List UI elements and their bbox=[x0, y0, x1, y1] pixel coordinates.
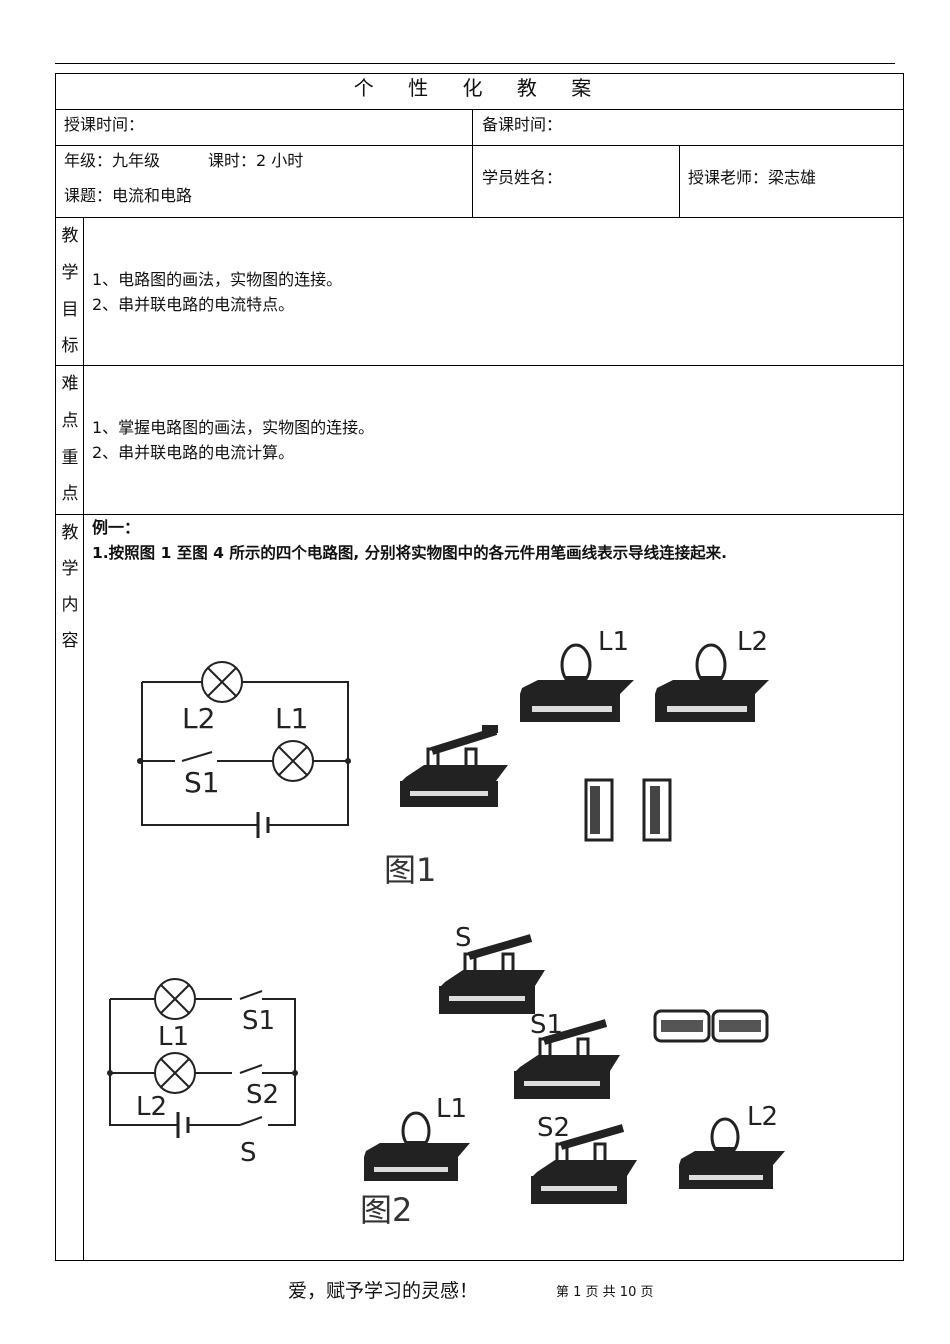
column-divider bbox=[472, 109, 473, 217]
row-divider bbox=[55, 109, 904, 110]
figure1-l1-label: L1 bbox=[275, 702, 308, 735]
figure1-l2-label: L2 bbox=[182, 702, 215, 735]
real-l2-label-2: L2 bbox=[747, 1102, 778, 1132]
row-divider bbox=[55, 217, 904, 218]
figure2-real-components: S S1 S2 L1 L2 bbox=[364, 923, 785, 1204]
real-l1-label-2: L1 bbox=[436, 1094, 467, 1124]
lesson-plan-table bbox=[55, 73, 904, 1261]
keypoint-item: 1、掌握电路图的画法，实物图的连接。 bbox=[92, 418, 375, 437]
content-label: 教 学 内 容 bbox=[61, 523, 79, 651]
objectives-label: 教 学 目 标 bbox=[61, 226, 79, 356]
figure2-l1-label: L1 bbox=[158, 1022, 189, 1052]
figure2-s1-label: S1 bbox=[242, 1006, 275, 1036]
figure1-real-components: L1 L2 bbox=[400, 627, 769, 842]
hours-label: 课时：2 小时 bbox=[208, 151, 304, 170]
figure2-l2-label: L2 bbox=[136, 1092, 167, 1122]
real-l1-label: L1 bbox=[598, 627, 629, 657]
row-divider bbox=[55, 365, 904, 366]
battery-pack-icon bbox=[653, 1009, 769, 1043]
figure2-caption: 图2 bbox=[360, 1191, 413, 1229]
real-s-label: S bbox=[455, 923, 472, 953]
real-s2-label: S2 bbox=[537, 1113, 570, 1143]
figure2-s2-label: S2 bbox=[246, 1080, 279, 1110]
real-l2-label: L2 bbox=[737, 627, 768, 657]
header-rule bbox=[55, 63, 895, 64]
label-column-divider bbox=[83, 217, 84, 1261]
objective-item: 1、电路图的画法，实物图的连接。 bbox=[92, 270, 343, 289]
topic-label: 课题：电流和电路 bbox=[64, 186, 193, 205]
example-title: 例一： bbox=[92, 518, 141, 537]
example-question: 1.按照图 1 至图 4 所示的四个电路图, 分别将实物图中的各元件用笔画线表示… bbox=[92, 544, 728, 562]
row-divider bbox=[55, 145, 904, 146]
row-divider bbox=[55, 514, 904, 515]
switch-s2-icon: S2 bbox=[531, 1113, 637, 1204]
bulb-l1-icon: L1 bbox=[364, 1094, 470, 1181]
keypoints-label: 难 点 重 点 bbox=[61, 374, 79, 504]
student-name-label: 学员姓名： bbox=[482, 168, 563, 187]
figure1-s1-label: S1 bbox=[184, 766, 220, 799]
figure2-s-label: S bbox=[240, 1138, 257, 1168]
figure1-caption: 图1 bbox=[384, 851, 437, 889]
switch-s1-icon: S1 bbox=[514, 1010, 620, 1099]
battery-icon bbox=[584, 778, 672, 842]
teach-time-label: 授课时间： bbox=[64, 115, 145, 134]
footer-slogan: 爱，赋予学习的灵感！ bbox=[288, 1280, 479, 1302]
page-number: 第 1 页 共 10 页 bbox=[556, 1285, 654, 1300]
figure1-circuit-diagram: L2 L1 S1 bbox=[137, 661, 351, 838]
objective-item: 2、串并联电路的电流特点。 bbox=[92, 295, 295, 314]
bulb-l1-icon: L1 bbox=[520, 627, 634, 722]
switch-icon bbox=[400, 725, 508, 807]
grade-label: 年级：九年级 bbox=[64, 151, 161, 170]
bulb-l2-icon: L2 bbox=[679, 1102, 785, 1189]
page-title: 个 性 化 教 案 bbox=[353, 76, 606, 100]
real-s1-label: S1 bbox=[530, 1010, 563, 1040]
teacher-label: 授课老师：梁志雄 bbox=[688, 168, 817, 187]
keypoint-item: 2、串并联电路的电流计算。 bbox=[92, 443, 295, 462]
bulb-l2-icon: L2 bbox=[655, 627, 769, 722]
column-divider bbox=[679, 145, 680, 217]
prep-time-label: 备课时间： bbox=[482, 115, 563, 134]
switch-s-icon: S bbox=[439, 923, 545, 1014]
figure2-circuit-diagram: L1 L2 S1 S2 S bbox=[107, 978, 298, 1168]
